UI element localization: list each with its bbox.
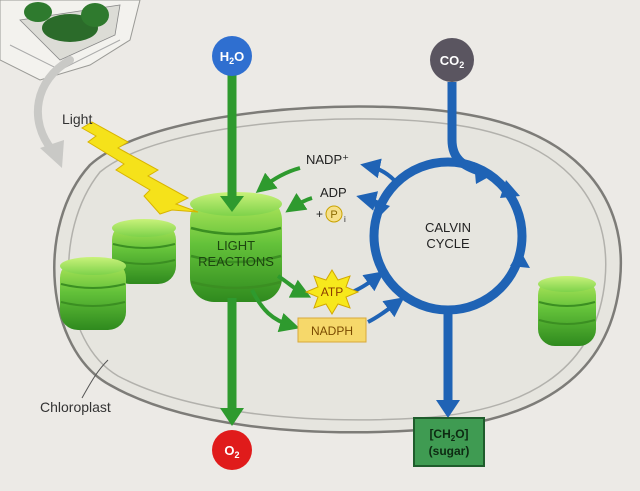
- granum-stack-left: [112, 219, 176, 284]
- oxygen-label: O2: [224, 443, 239, 460]
- light-to-nadph-arrow: [250, 289, 300, 333]
- chloroplast-pointer-line: [81, 359, 109, 399]
- nadph-label: NADPH: [311, 324, 353, 338]
- co2-molecule-badge: [430, 38, 474, 82]
- chloroplast-outer-membrane: [53, 105, 623, 434]
- sugar-name-label: (sugar): [429, 444, 470, 458]
- water-molecule-badge: [212, 36, 252, 76]
- cell-inset-illustration: [0, 0, 141, 81]
- light-to-atp-arrow: [276, 274, 312, 298]
- calvin-to-adp-arrow: [356, 191, 386, 211]
- atp-label: ATP: [321, 285, 343, 299]
- calvin-to-nadp-arrow: [360, 158, 396, 182]
- granum-stack-right: [538, 276, 596, 346]
- calvin-cycle-label-line1: CALVIN: [425, 220, 471, 235]
- sugar-formula-label: [CH2O]: [429, 427, 468, 443]
- zoom-curve-arrow: [33, 56, 74, 154]
- plus-label: +: [316, 207, 323, 221]
- light-reactions-label-line2: REACTIONS: [198, 254, 274, 269]
- atp-burst-icon: [304, 269, 360, 315]
- nadp-plus-label: NADP⁺: [306, 152, 349, 167]
- phosphate-circle-icon: [325, 205, 343, 223]
- granum-stack-left-front: [60, 257, 126, 330]
- sugar-box: [413, 417, 485, 467]
- nadph-to-calvin-arrow: [367, 297, 405, 324]
- phosphate-subscript: i: [344, 215, 346, 224]
- adp-label: ADP: [320, 185, 347, 200]
- phosphate-label: P: [330, 209, 337, 221]
- light-label: Light: [62, 111, 92, 127]
- co2-label: CO2: [440, 53, 465, 70]
- chloroplast-inner-membrane: [67, 118, 607, 421]
- oxygen-molecule-badge: [212, 430, 252, 470]
- calvin-cycle-label-line2: CYCLE: [426, 236, 470, 251]
- light-lightning-icon: [81, 121, 199, 215]
- water-label: H2O: [220, 49, 245, 66]
- adp-to-light-arrow: [285, 193, 313, 213]
- nadp-to-light-arrow: [255, 166, 301, 193]
- light-reactions-label-line1: LIGHT: [217, 238, 255, 253]
- nadph-box: [297, 317, 367, 343]
- chloroplast-label: Chloroplast: [40, 399, 111, 415]
